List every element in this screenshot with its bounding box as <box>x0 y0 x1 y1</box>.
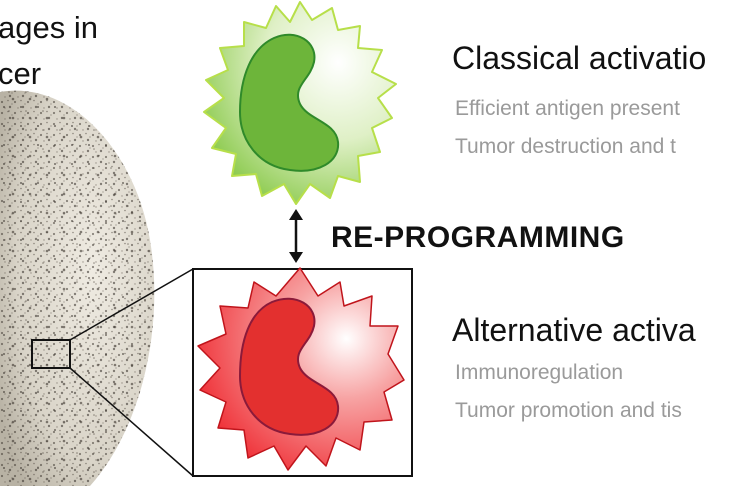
double-arrow-icon <box>289 209 303 263</box>
tissue-section <box>0 90 155 486</box>
zoom-line-top <box>69 268 194 341</box>
zoom-line-bottom <box>69 367 194 477</box>
alternative-item-1: Immunoregulation <box>455 361 624 384</box>
tissue-nuclei <box>0 90 155 486</box>
classical-item-2: Tumor destruction and t <box>455 135 676 158</box>
m2-nucleus <box>238 297 340 436</box>
m1-macrophage-cell <box>203 1 397 205</box>
m1-nucleus <box>238 33 340 172</box>
title-line-2: cer <box>0 56 42 91</box>
reprogramming-label: RE-PROGRAMMING <box>331 221 625 254</box>
classical-item-1: Efficient antigen present <box>455 97 680 120</box>
m2-macrophage-cell <box>197 267 405 471</box>
zoom-region-marker <box>31 339 71 369</box>
classical-heading: Classical activatio <box>452 40 707 76</box>
alternative-item-2: Tumor promotion and tis <box>455 399 682 422</box>
title-line-1: ages in <box>0 10 98 45</box>
alternative-heading: Alternative activa <box>452 312 696 348</box>
